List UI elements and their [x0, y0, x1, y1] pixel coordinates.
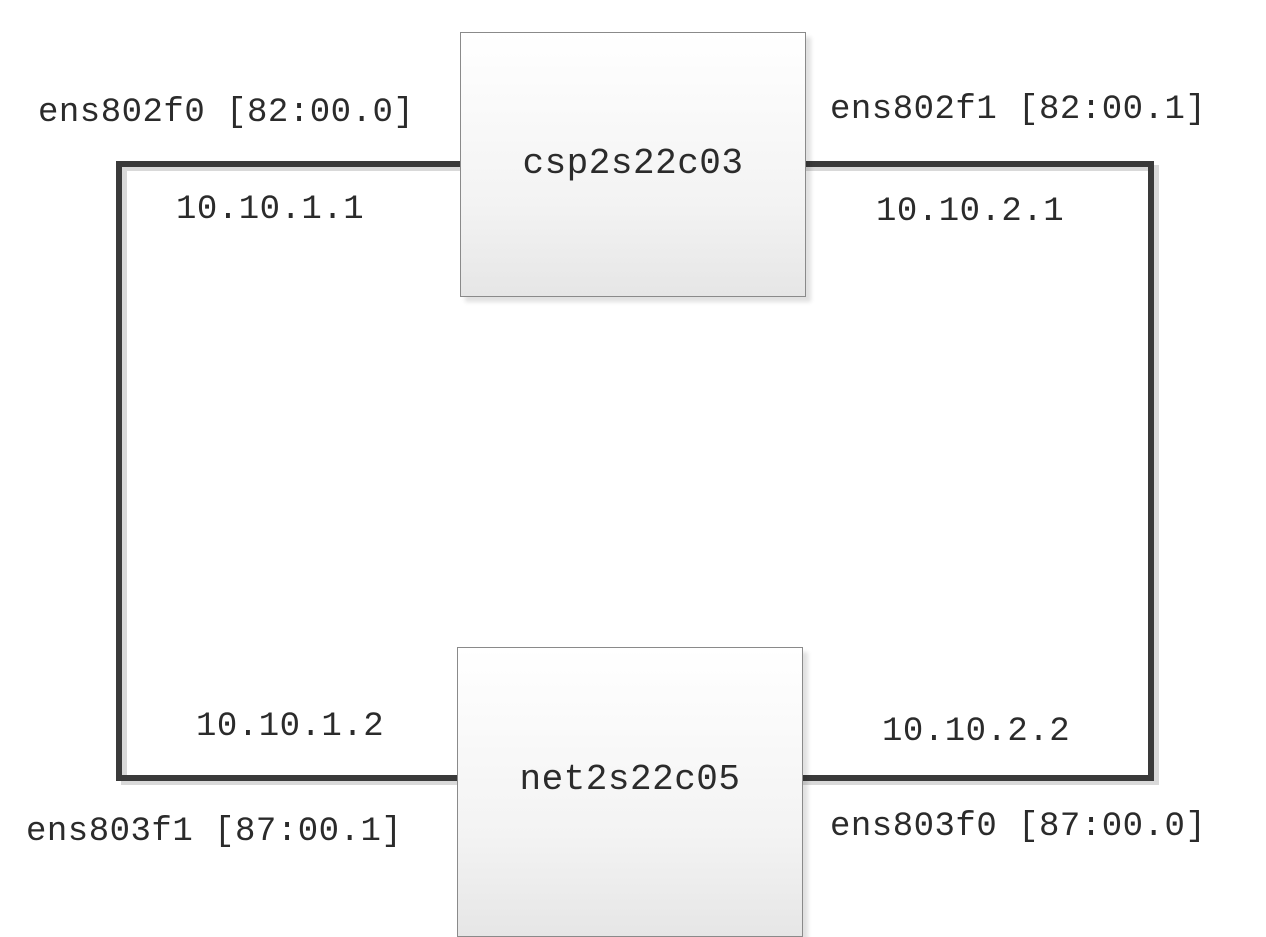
node-net2s22c05: [457, 647, 803, 937]
ip-label-10-10-2-1: 10.10.2.1: [876, 193, 1065, 231]
link-right: [800, 161, 1154, 781]
interface-label-ens802f0: ens802f0 [82:00.0]: [38, 94, 415, 132]
interface-label-ens802f1: ens802f1 [82:00.1]: [830, 91, 1207, 129]
node-csp2s22c03: [460, 32, 806, 297]
link-left-shadow: [121, 165, 462, 785]
interface-label-ens803f1: ens803f1 [87:00.1]: [26, 813, 403, 851]
node-top-label: csp2s22c03: [522, 143, 744, 184]
node-bottom-label: net2s22c05: [519, 759, 741, 800]
ip-label-10-10-1-1: 10.10.1.1: [176, 191, 365, 229]
ip-label-10-10-2-2: 10.10.2.2: [882, 713, 1071, 751]
topology-diagram: [116, 161, 1159, 785]
link-right-shadow: [803, 165, 1159, 785]
link-left: [116, 161, 465, 781]
interface-label-ens803f0: ens803f0 [87:00.0]: [830, 808, 1207, 846]
ip-label-10-10-1-2: 10.10.1.2: [196, 708, 385, 746]
